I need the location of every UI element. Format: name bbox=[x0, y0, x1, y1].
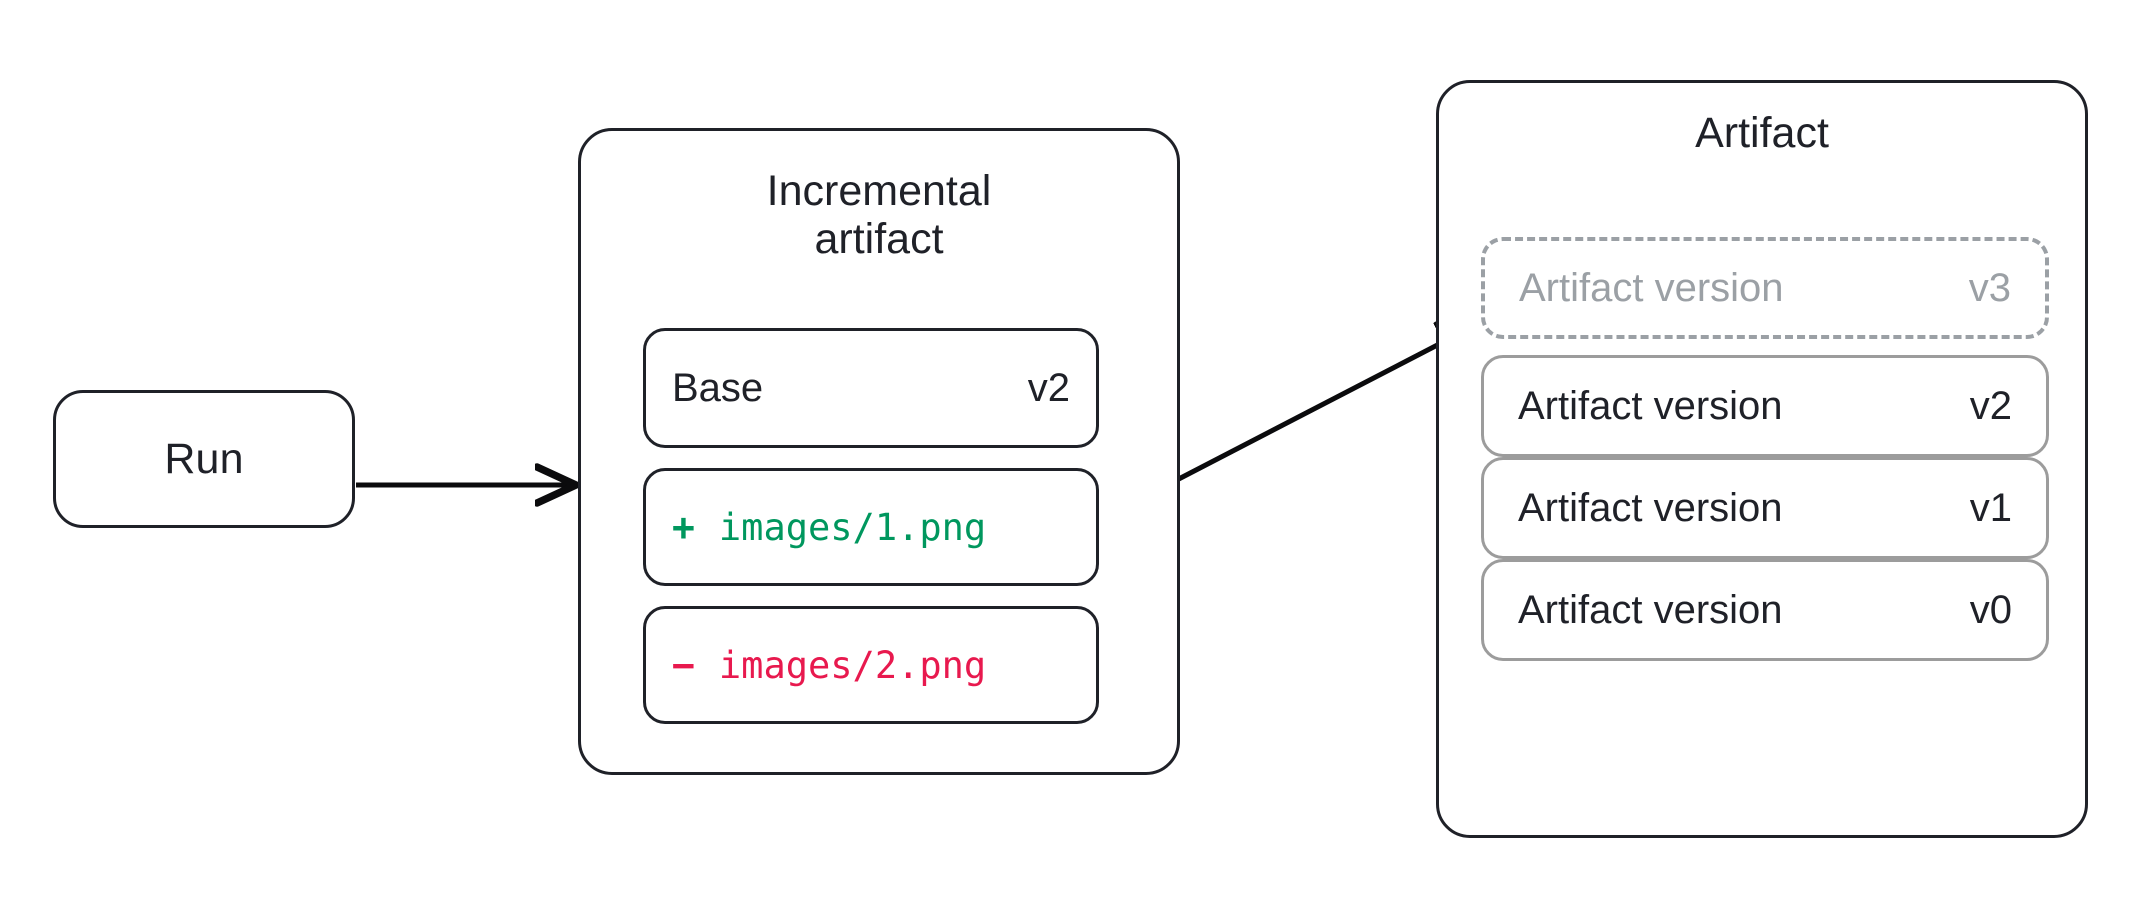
artifact-version-label-v2: Artifact version bbox=[1518, 384, 1783, 428]
artifact-version-row-v0[interactable]: Artifact version v0 bbox=[1481, 559, 2049, 661]
incremental-artifact-title: Incremental artifact bbox=[581, 167, 1177, 263]
artifact-version-number-v0: v0 bbox=[1969, 588, 2012, 632]
artifact-version-number-v3: v3 bbox=[1968, 266, 2011, 310]
run-node[interactable]: Run bbox=[53, 390, 355, 528]
artifact-version-number-v1: v1 bbox=[1969, 486, 2012, 530]
removed-file-sign: − bbox=[672, 643, 695, 687]
artifact-version-label-v0: Artifact version bbox=[1518, 588, 1783, 632]
arrow-incremental-to-artifact bbox=[1169, 325, 1476, 486]
incremental-artifact-title-line1: Incremental bbox=[766, 167, 992, 215]
base-artifact-name: Base bbox=[672, 365, 764, 410]
run-label: Run bbox=[164, 434, 244, 483]
incremental-artifact-title-line2: artifact bbox=[814, 215, 944, 264]
artifact-version-row-v2[interactable]: Artifact version v2 bbox=[1481, 355, 2049, 457]
artifact-version-label-v1: Artifact version bbox=[1518, 486, 1783, 530]
artifact-panel[interactable]: Artifact Artifact version v3 Artifact ve… bbox=[1436, 80, 2088, 838]
added-file-sign: + bbox=[672, 505, 695, 549]
artifact-title: Artifact bbox=[1695, 109, 1829, 157]
base-artifact-row[interactable]: Base v2 bbox=[643, 328, 1099, 448]
removed-file-row[interactable]: − images/2.png bbox=[643, 606, 1099, 724]
artifact-version-label-v3: Artifact version bbox=[1519, 266, 1784, 310]
artifact-version-row-v3[interactable]: Artifact version v3 bbox=[1481, 237, 2049, 339]
artifact-version-number-v2: v2 bbox=[1969, 384, 2012, 428]
artifact-version-row-v1[interactable]: Artifact version v1 bbox=[1481, 457, 2049, 559]
added-file-path: images/1.png bbox=[718, 505, 987, 549]
base-artifact-version: v2 bbox=[1027, 365, 1070, 410]
incremental-artifact-panel[interactable]: Incremental artifact Base v2 + images/1.… bbox=[578, 128, 1180, 775]
added-file-row[interactable]: + images/1.png bbox=[643, 468, 1099, 586]
removed-file-path: images/2.png bbox=[718, 643, 987, 687]
